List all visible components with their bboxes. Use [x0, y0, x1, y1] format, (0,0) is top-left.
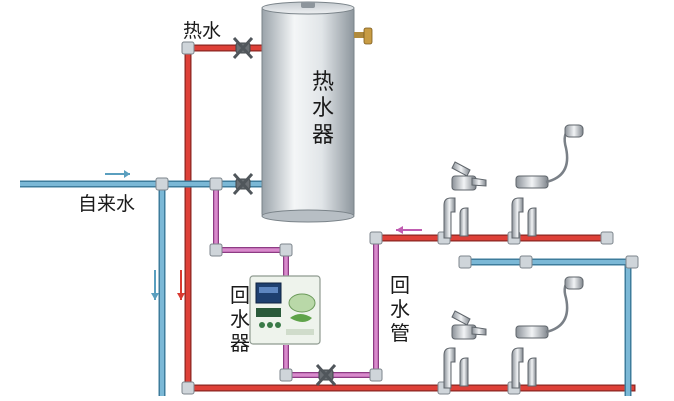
- recirculation-pump: [249, 275, 321, 345]
- water-heater-tank: [261, 1, 373, 223]
- return-pipe-label: 回水管: [390, 273, 410, 345]
- tap-water-label: 自来水: [78, 193, 136, 215]
- faucet-icon: [443, 161, 487, 239]
- recirc-pump-label: 回水器: [230, 283, 250, 355]
- flow-arrow-icon: [105, 170, 422, 300]
- shower-icon: [511, 276, 584, 389]
- faucet-icon: [443, 310, 487, 389]
- valve-icon: [232, 36, 337, 387]
- hot-water-pipes: [184, 44, 636, 392]
- pipe-fittings: [155, 41, 639, 395]
- shower-icon: [511, 124, 584, 239]
- water-heater-label: 热水器: [311, 70, 334, 148]
- hot-water-label: 热水: [183, 20, 222, 42]
